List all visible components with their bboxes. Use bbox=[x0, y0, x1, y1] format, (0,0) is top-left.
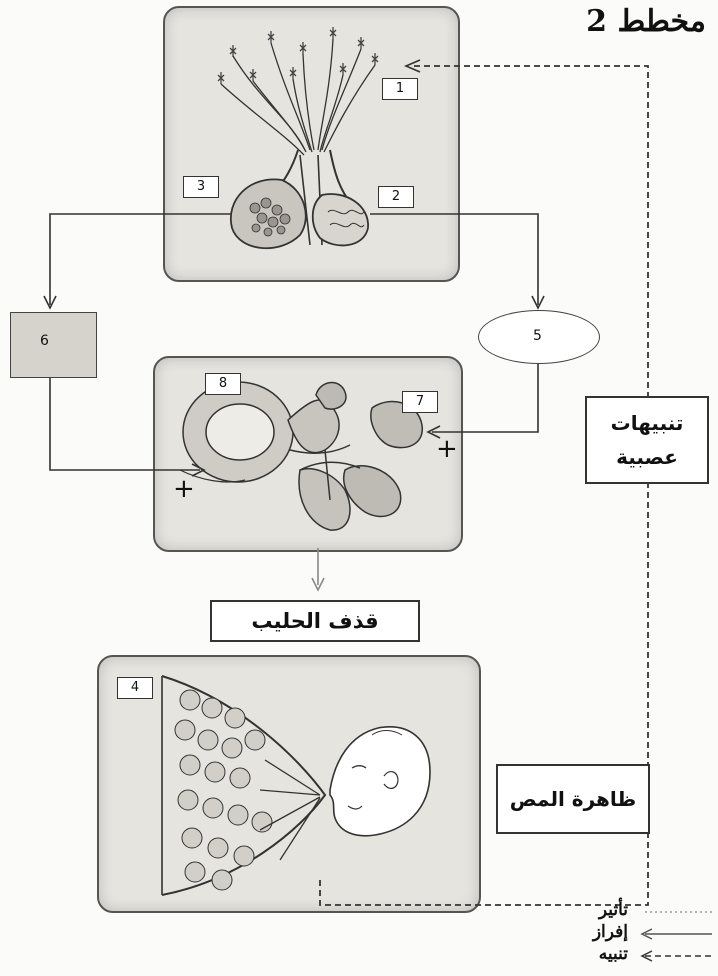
suckling-label: ظاهرة المص bbox=[496, 764, 650, 834]
nerve-stimuli-line1: تنبيهات bbox=[587, 406, 707, 440]
label-2-box: 2 bbox=[378, 186, 414, 208]
milk-ejection-label: قذف الحليب bbox=[210, 600, 420, 642]
legend-lines bbox=[642, 912, 712, 961]
hypothalamus-neurons bbox=[218, 27, 378, 84]
pituitary-illustration bbox=[218, 27, 378, 248]
legend-stimulus-label: تنبيه bbox=[599, 944, 628, 964]
label-4-box: 4 bbox=[117, 677, 153, 699]
nerve-stimuli-line2: عصبية bbox=[587, 440, 707, 474]
label-1-box: 1 bbox=[382, 78, 418, 100]
plus-sign-right: + bbox=[436, 434, 458, 464]
label-7-box: 7 bbox=[402, 391, 438, 413]
secretion-arrows bbox=[44, 214, 544, 590]
hormone-6-label: 6 bbox=[40, 333, 49, 349]
hormone-5-label: 5 bbox=[533, 328, 542, 344]
hormone-box-6 bbox=[10, 312, 97, 378]
alveoli-illustration bbox=[180, 382, 422, 530]
plus-sign-left: + bbox=[173, 474, 195, 504]
nerve-stimuli-label: تنبيهات عصبية bbox=[585, 396, 709, 484]
legend-effect-label: تأثير bbox=[599, 900, 628, 920]
label-8-box: 8 bbox=[205, 373, 241, 395]
breast-baby-illustration bbox=[162, 676, 430, 895]
label-3-box: 3 bbox=[183, 176, 219, 198]
legend-secretion-label: إفراز bbox=[593, 922, 628, 942]
